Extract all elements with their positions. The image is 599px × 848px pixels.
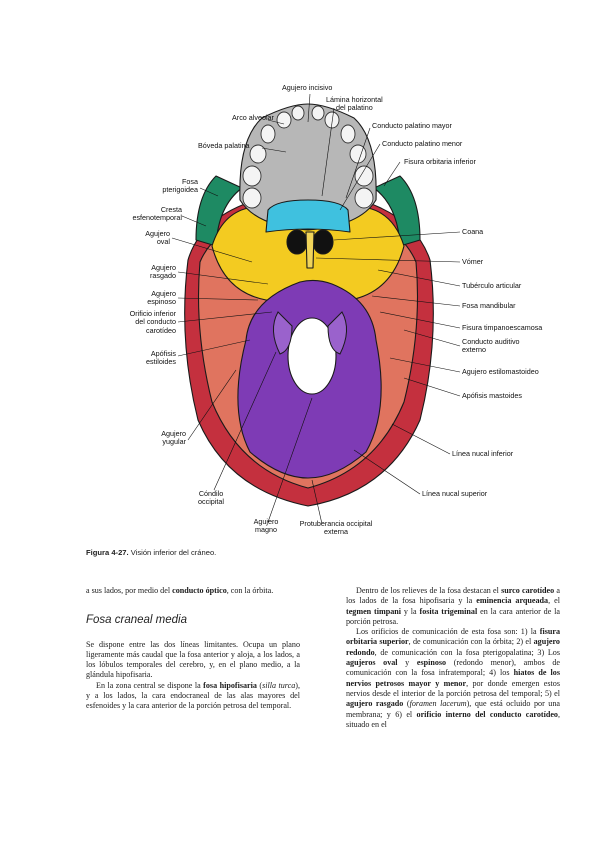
label-coana: Coana <box>462 227 484 236</box>
text-run: , situado en el <box>346 709 560 729</box>
skull-inferior-view-illustration <box>171 93 461 525</box>
label-apofisis-mastoides: Apófisis mastoides <box>462 391 522 400</box>
term: agujero redondo <box>346 637 560 657</box>
term-silla-turca: silla turca <box>262 680 296 690</box>
label-tuberculo-articular: Tubérculo articular <box>462 281 522 290</box>
term: fosita trigeminal <box>419 606 478 616</box>
text-run: ( <box>256 680 263 690</box>
text-run: , de comunicación con la fosa pterigopal… <box>374 647 560 657</box>
label-fisura-orbitaria-inferior: Fisura orbitaria inferior <box>404 157 476 166</box>
palatine-region <box>265 199 351 233</box>
text-run: , con la órbita. <box>226 586 274 595</box>
label-fosa-pterigoidea: Fosa pterigoidea <box>162 177 198 195</box>
label-cresta-esfenotemporal: Cresta esfenotemporal <box>132 205 182 223</box>
paragraph: En la zona central se dispone la fosa hi… <box>86 681 300 712</box>
figure-number: Figura 4-27. <box>86 548 129 557</box>
term: hiatos de los nervios petrosos mayor y m… <box>346 668 560 688</box>
paragraph: Los orificios de comunicación de esta fo… <box>346 627 560 730</box>
figure-caption: Figura 4-27. Visión inferior del cráneo. <box>86 548 216 557</box>
label-conducto-palatino-menor: Conducto palatino menor <box>382 139 463 148</box>
tooth <box>311 105 325 121</box>
text-run: , el <box>548 596 560 606</box>
term: foramen lacerum <box>409 699 467 709</box>
occipital-condyle-right <box>327 311 347 355</box>
label-agujero-estilomastoideo: Agujero estilomastoideo <box>462 367 539 376</box>
text-run: ), y a los lados, la cara endocraneal de… <box>86 680 300 711</box>
tooth <box>242 187 262 209</box>
text-run: Los orificios de comunicación de esta fo… <box>356 627 540 637</box>
occipital-condyle-left <box>273 311 293 355</box>
left-text-column: a sus lados, por medio del conducto ópti… <box>86 586 300 712</box>
tooth <box>349 144 367 164</box>
term: espinoso <box>416 658 447 668</box>
label-agujero-rasgado: Agujero rasgado <box>150 263 176 281</box>
label-agujero-magno: Agujero magno <box>253 517 279 535</box>
label-linea-nucal-superior: Línea nucal superior <box>422 489 488 498</box>
term: agujeros oval <box>346 658 398 668</box>
text-run: , por donde emergen estos nervios desde … <box>346 678 560 698</box>
tooth <box>242 165 262 187</box>
text-run: ), que está ocluido por una membrana; y … <box>346 699 560 719</box>
tooth <box>324 111 340 129</box>
label-boveda-palatina: Bóveda palatina <box>198 141 250 150</box>
term-fosa-hipofisaria: fosa hipofisaria <box>203 680 257 690</box>
text-run: y la <box>401 606 420 616</box>
tooth <box>291 105 305 121</box>
text-run: a los lados de la fosa hipofisaria y la <box>346 586 560 606</box>
term-conducto-optico: conducto óptico <box>172 586 227 595</box>
term: fisura orbitaria superior <box>346 627 560 647</box>
label-agujero-espinoso: Agujero espinoso <box>147 289 176 307</box>
label-condilo-occipital: Cóndilo occipital <box>198 489 224 507</box>
text-run: en la cara anterior de la porción petros… <box>346 606 561 626</box>
label-agujero-yugular: Agujero yugular <box>161 429 186 447</box>
tooth <box>249 144 267 164</box>
right-text-column: Dentro de los relieves de la fosa destac… <box>346 586 560 730</box>
paragraph: Se dispone entre las dos líneas limitant… <box>86 639 300 680</box>
term: surco carotídeo <box>501 586 555 595</box>
label-apofisis-estiloides: Apófisis estiloides <box>146 349 176 367</box>
vomer-shape <box>305 231 315 269</box>
text-run: , de comunicación con la órbita; 2) el <box>408 637 534 647</box>
label-fosa-mandibular: Fosa mandibular <box>462 301 516 310</box>
label-arco-alveolar: Arco alveolar <box>232 113 274 122</box>
choana-left <box>286 229 308 255</box>
caption-text: Visión inferior del cráneo. <box>128 548 217 557</box>
tooth <box>354 165 374 187</box>
term: orificio interno del conducto carotídeo <box>416 709 558 719</box>
text-run: y <box>397 658 417 668</box>
label-lamina-horizontal: Lámina horizontal del palatino <box>326 95 383 113</box>
section-heading: Fosa craneal media <box>86 614 187 627</box>
text-run: a sus lados, por medio del <box>86 586 173 595</box>
tooth <box>260 124 276 144</box>
label-orificio-carotideo: Orificio inferior del conducto carotídeo <box>129 309 176 335</box>
paragraph: a sus lados, por medio del conducto ópti… <box>86 586 300 596</box>
label-conducto-palatino-mayor: Conducto palatino mayor <box>372 121 452 130</box>
tooth <box>354 187 374 209</box>
term: eminencia arqueada <box>476 596 549 606</box>
text-run: En la zona central se dispone la <box>96 680 204 690</box>
label-protuberancia: Protuberancia occipital externa <box>299 519 373 537</box>
foramen-magnum <box>287 317 337 395</box>
tooth <box>276 111 292 129</box>
label-fisura-timpanoescamosa: Fisura timpanoescamosa <box>462 323 543 332</box>
term: tegmen timpani <box>346 606 402 616</box>
choana-right <box>312 229 334 255</box>
label-conducto-auditivo: Conducto auditivo externo <box>462 337 520 355</box>
text-run: Dentro de los relieves de la fosa destac… <box>356 586 502 595</box>
text-run: ( <box>403 699 410 709</box>
label-linea-nucal-inferior: Línea nucal inferior <box>452 449 514 458</box>
label-vomer: Vómer <box>462 257 484 266</box>
term: agujero rasgado <box>346 699 404 709</box>
text-run: (redondo menor), ambos de comunicación c… <box>346 658 560 678</box>
paragraph: Dentro de los relieves de la fosa destac… <box>346 586 560 627</box>
tooth <box>340 124 356 144</box>
label-agujero-oval: Agujero oval <box>145 229 170 247</box>
label-agujero-incisivo: Agujero incisivo <box>282 83 333 92</box>
